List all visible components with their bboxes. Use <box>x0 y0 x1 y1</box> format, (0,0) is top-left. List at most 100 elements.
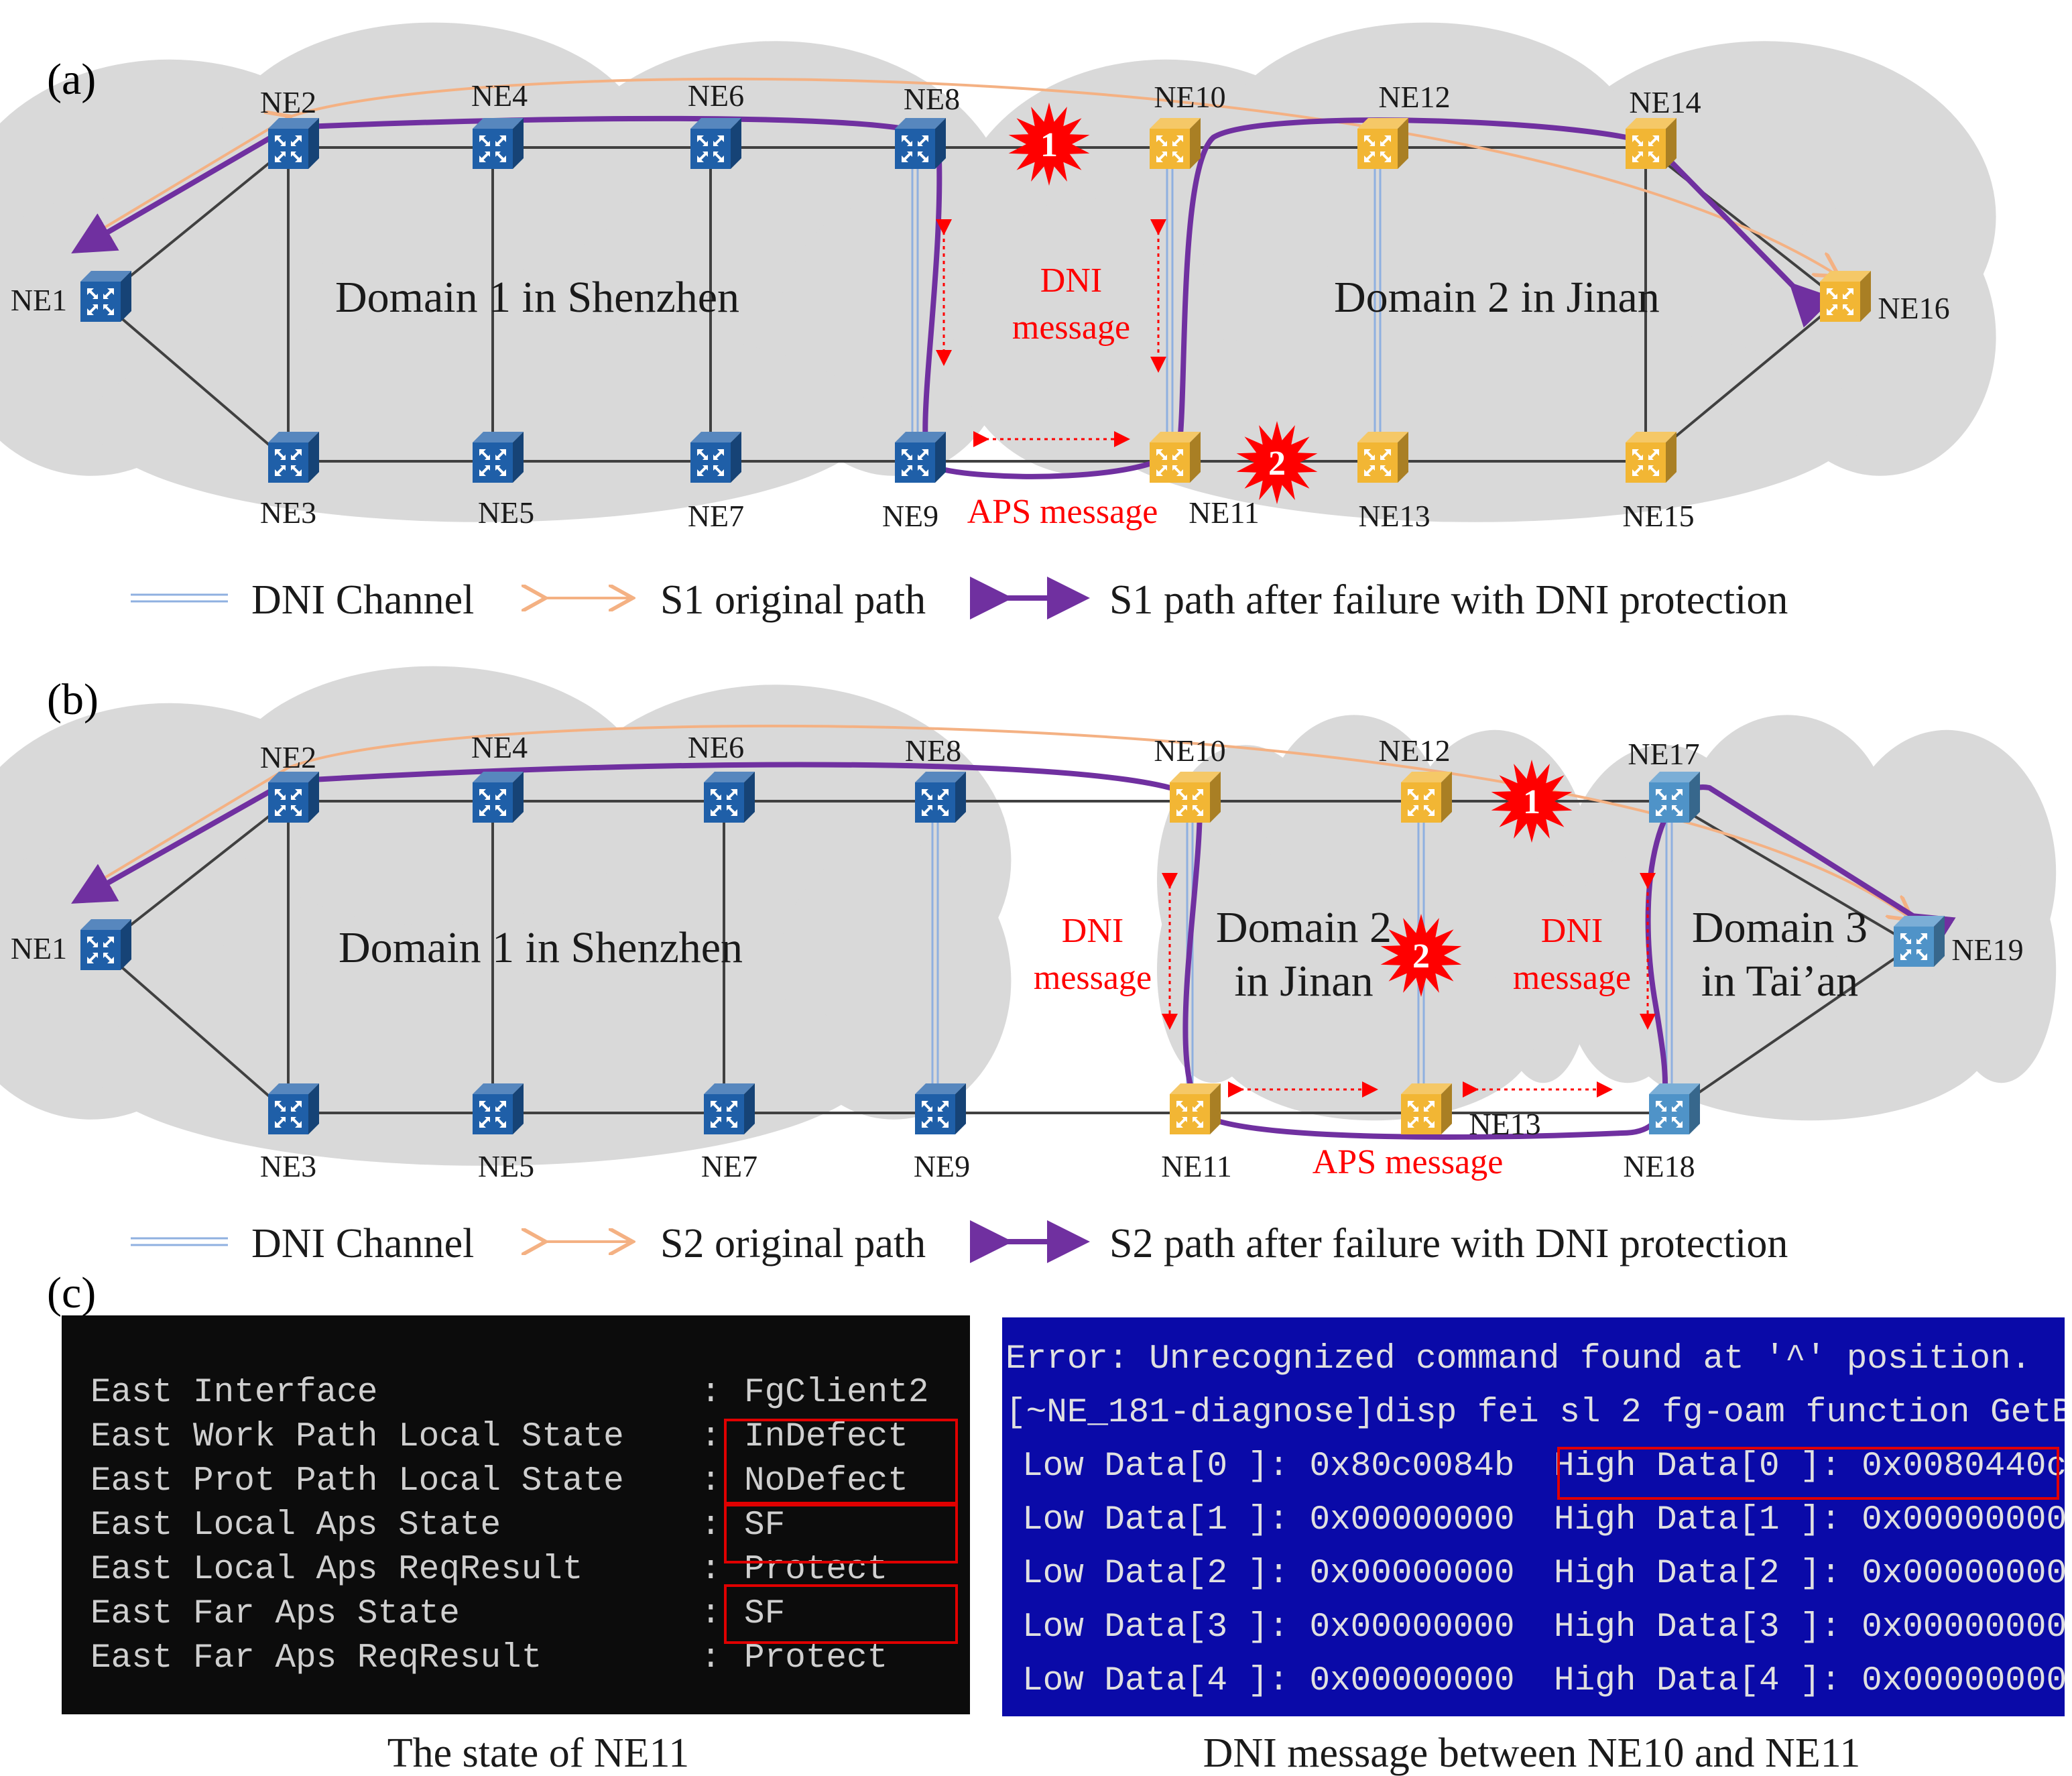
router-icon <box>690 118 741 169</box>
router-head <box>1832 294 1837 299</box>
router-head <box>295 156 302 162</box>
router-head <box>697 135 704 142</box>
router-head <box>1661 1106 1666 1112</box>
router-side <box>1190 432 1201 483</box>
highlight-box <box>1557 1447 2059 1500</box>
router-head <box>1652 449 1659 456</box>
router-head <box>731 809 737 816</box>
router-top <box>895 432 946 442</box>
router-front <box>268 1094 308 1134</box>
router-side <box>308 1083 319 1134</box>
router-heads <box>1632 135 1659 162</box>
router-head <box>703 152 708 157</box>
router-head <box>1408 809 1414 816</box>
router-front <box>1894 927 1934 967</box>
router-heads <box>1364 449 1391 476</box>
router-icon <box>1357 118 1408 169</box>
legend-after-failure-label: S1 path after failure with DNI protectio… <box>1109 577 1788 623</box>
router-head <box>1369 465 1375 471</box>
router-head <box>291 465 296 471</box>
router-head <box>1656 809 1662 816</box>
router-head <box>499 449 506 456</box>
router-head <box>1916 939 1922 944</box>
router-heads <box>87 288 114 315</box>
low-data-row: Low Data[3 ]: 0x00000000 <box>1022 1608 1515 1647</box>
router-head <box>918 455 923 460</box>
router-top <box>1170 772 1221 782</box>
router-head <box>499 789 506 796</box>
link <box>99 947 290 1114</box>
router-head <box>291 1106 296 1112</box>
router-head <box>1672 794 1677 800</box>
node-label-ne4: NE4 <box>471 78 528 113</box>
router-head <box>1676 1101 1683 1108</box>
router-side <box>121 271 131 322</box>
router-head <box>1193 1106 1198 1112</box>
failure-number: 1 <box>1523 783 1540 821</box>
router-head <box>922 449 928 456</box>
router-head <box>1380 465 1386 471</box>
router-icon <box>1894 916 1945 967</box>
router-head <box>479 469 486 476</box>
router-head <box>499 156 506 162</box>
legend-after-failure-label: S2 path after failure with DNI protectio… <box>1109 1221 1788 1266</box>
router-head <box>1384 156 1391 162</box>
router-top <box>473 772 524 782</box>
router-head <box>1676 789 1683 796</box>
router-head <box>87 957 94 963</box>
failure-number: 2 <box>1412 937 1430 975</box>
router-icon <box>268 118 319 169</box>
router-head <box>87 288 94 295</box>
legend-dni-channel-label: DNI Channel <box>251 577 474 623</box>
node-label-ne17: NE17 <box>1628 737 1699 771</box>
router-head <box>1156 156 1163 162</box>
router-head <box>1193 794 1198 800</box>
router-head <box>716 794 721 800</box>
router-top <box>1626 118 1677 129</box>
high-data-row: High Data[3 ]: 0x00000000 <box>1554 1608 2067 1647</box>
router-head <box>1656 1101 1662 1108</box>
router-head <box>1827 308 1833 315</box>
router-head <box>1648 465 1654 471</box>
router-head <box>938 805 943 811</box>
router-head <box>495 805 501 811</box>
router-head <box>1182 794 1187 800</box>
router-head <box>479 809 486 816</box>
router-icon <box>1649 772 1700 823</box>
router-head <box>93 304 98 310</box>
router-head <box>107 308 114 315</box>
router-icon <box>915 1083 966 1134</box>
router-head <box>485 455 490 460</box>
router-side <box>1190 118 1201 169</box>
domain1-label-a: Domain 1 in Shenzhen <box>335 273 739 322</box>
router-head <box>942 789 949 796</box>
domain2-label-b-2: in Jinan <box>1234 957 1373 1006</box>
router-head <box>1672 1117 1677 1122</box>
router-top <box>704 1083 755 1094</box>
router-head <box>295 809 302 816</box>
router-head <box>1172 455 1178 460</box>
node-label-ne6: NE6 <box>688 78 744 113</box>
router-head <box>711 789 717 796</box>
explosion-icon <box>1236 421 1318 504</box>
explosion-icon <box>1008 103 1090 186</box>
router-side <box>308 772 319 823</box>
purple-protection-path-a <box>71 115 1835 479</box>
router-side <box>1398 432 1408 483</box>
router-top <box>1401 772 1452 782</box>
router-head <box>1413 1117 1418 1122</box>
node-label-ne9: NE9 <box>882 499 938 533</box>
router-head <box>918 152 923 157</box>
router-front <box>268 442 308 483</box>
low-data-row: Low Data[2 ]: 0x00000000 <box>1022 1555 1515 1593</box>
highlight-box <box>724 1504 958 1563</box>
router-head <box>922 1101 928 1108</box>
domain3-label-b: Domain 3 <box>1692 903 1868 952</box>
state-key: East Far Aps State <box>90 1595 460 1633</box>
router-heads <box>902 135 928 162</box>
router-head <box>479 789 486 796</box>
router-head <box>1176 1101 1183 1108</box>
router-head <box>697 469 704 476</box>
router-head <box>1162 141 1167 146</box>
